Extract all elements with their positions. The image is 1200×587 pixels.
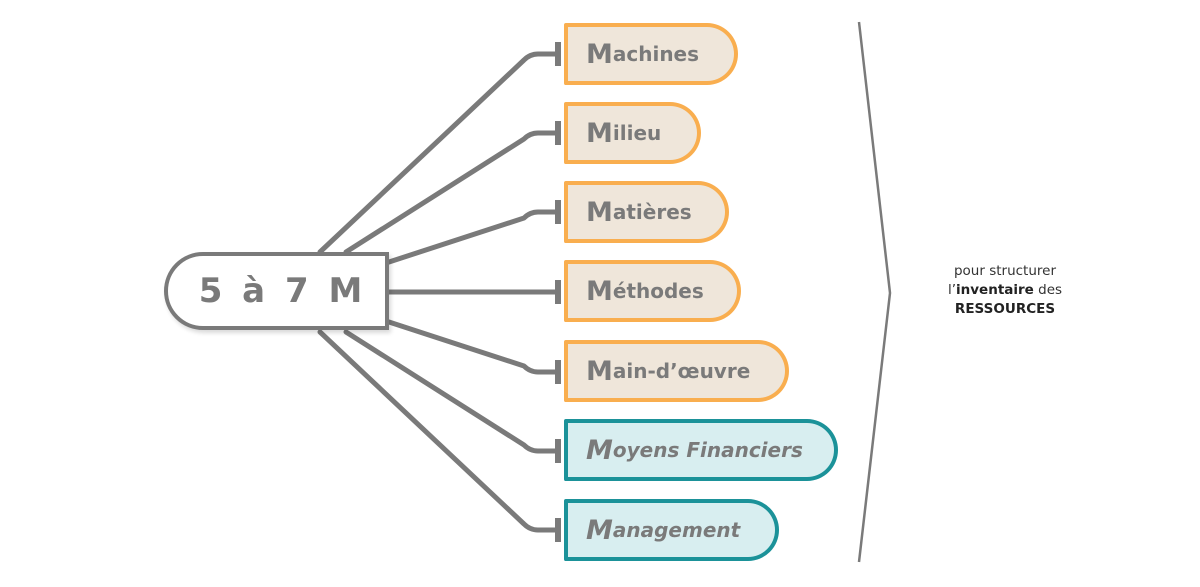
note-bold-ressources: RESSOURCES: [954, 301, 1056, 317]
branch-initial: M: [586, 196, 613, 228]
branch-label: oyens Financiers: [612, 438, 803, 462]
connector-line: [343, 130, 561, 255]
note-bold-inventaire: inventaire: [956, 282, 1034, 298]
branch-initial: M: [586, 355, 613, 387]
note-prefix: l’: [947, 282, 957, 298]
root-label: 5 à 7 M: [198, 271, 367, 311]
connector-cap: [555, 360, 561, 384]
note-line-2: l’inventaire des: [905, 281, 1105, 300]
summary-note: pour structurer l’inventaire des RESSOUR…: [905, 262, 1105, 319]
connector-line: [386, 209, 561, 265]
branch-initial: M: [586, 434, 613, 466]
connector-line: [386, 319, 561, 375]
bracket-chevron: [857, 21, 892, 563]
note-line-1: pour structurer: [953, 263, 1057, 279]
connector-cap: [555, 439, 561, 463]
branch-initial: M: [586, 117, 613, 149]
connector-line: [317, 51, 561, 255]
connector-line: [343, 329, 561, 454]
branch-label: atières: [612, 200, 692, 224]
branch-initial: M: [586, 275, 613, 307]
root-node[interactable]: 5 à 7 M: [164, 252, 389, 330]
branch-initial: M: [586, 38, 613, 70]
branch-label: éthodes: [612, 279, 704, 303]
branch-label: achines: [612, 42, 700, 66]
connector-line: [317, 329, 561, 533]
connector-cap: [555, 280, 561, 304]
branch-label: ilieu: [612, 121, 662, 145]
connector-cap: [555, 200, 561, 224]
branch-initial: M: [586, 514, 613, 546]
connector-cap: [555, 121, 561, 145]
branch-label: anagement: [612, 518, 741, 542]
connector-cap: [555, 518, 561, 542]
branch-label: ain-d’œuvre: [612, 359, 751, 383]
connector-cap: [555, 42, 561, 66]
note-suffix: des: [1033, 282, 1063, 298]
note-line-3: RESSOURCES: [905, 300, 1105, 319]
